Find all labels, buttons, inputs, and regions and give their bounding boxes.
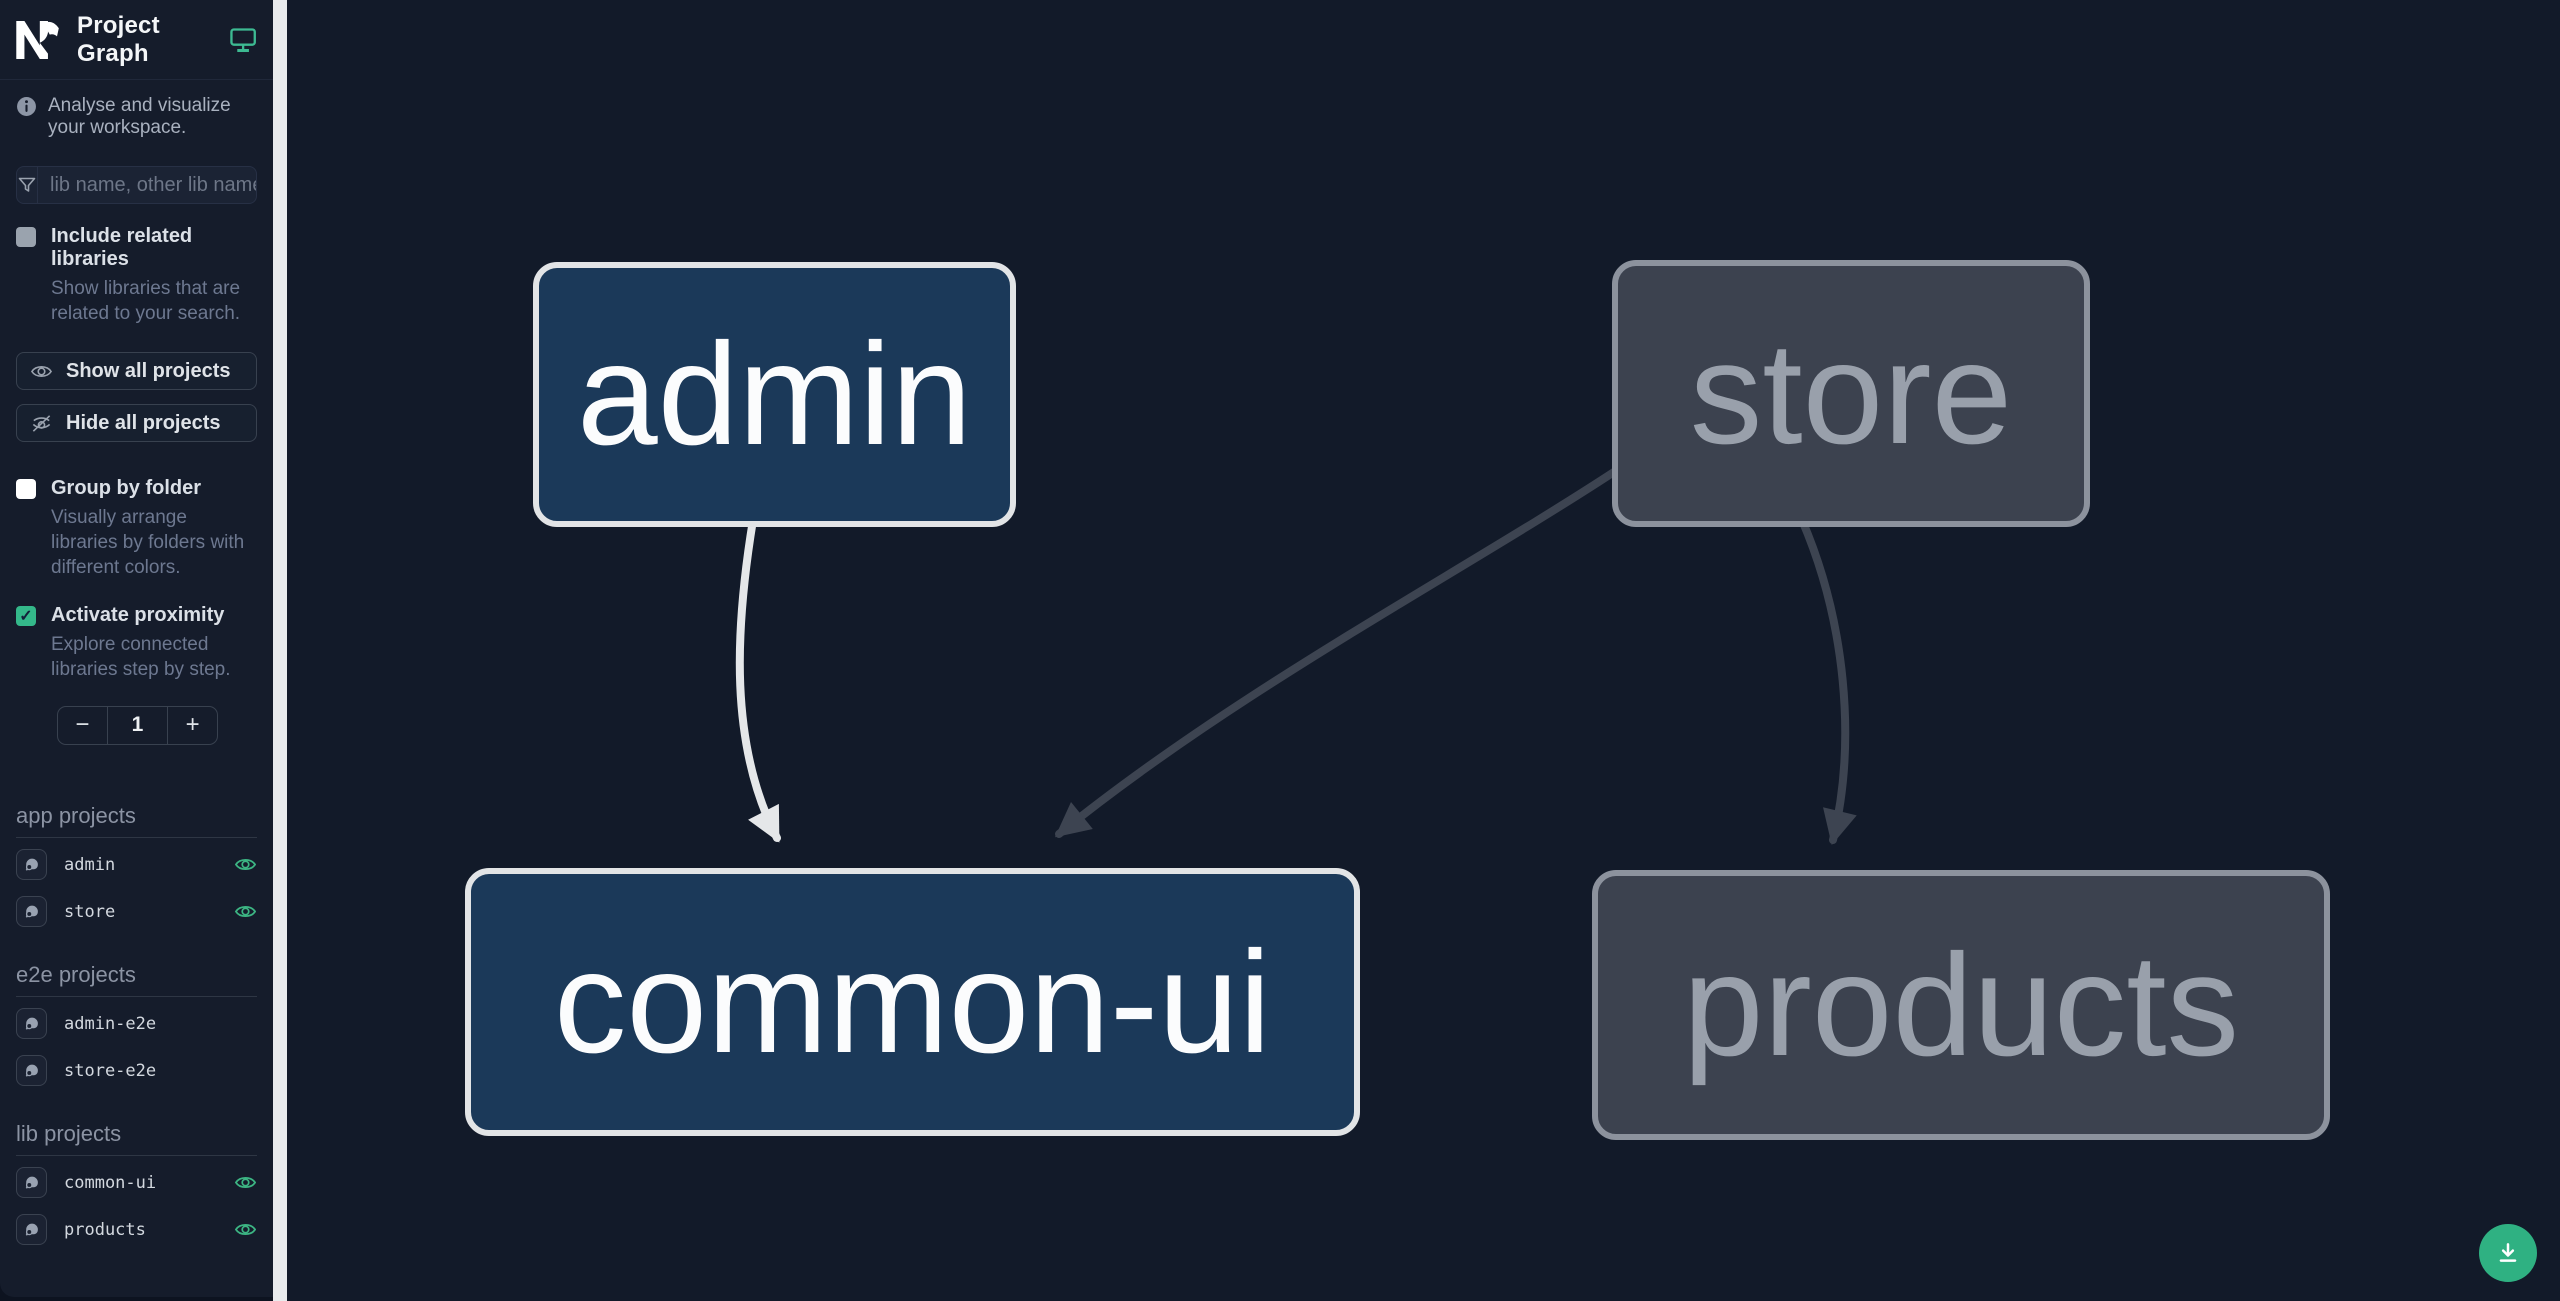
project-name: admin-e2e	[64, 1013, 157, 1034]
include-related-checkbox[interactable]	[16, 227, 36, 247]
group-by-folder-label: Group by folder	[51, 477, 201, 500]
graph-canvas[interactable]: admin store common-ui products	[287, 0, 2560, 1301]
nx-logo	[16, 20, 59, 59]
focus-project-button[interactable]	[16, 896, 47, 928]
project-name: admin	[64, 854, 116, 875]
focus-project-button[interactable]	[16, 1008, 47, 1040]
include-related-label: Include related libraries	[51, 225, 193, 270]
project-name: products	[64, 1219, 146, 1240]
focus-project-button[interactable]	[16, 1214, 47, 1246]
group-by-folder-option: Group by folder Visually arrange librari…	[16, 477, 257, 580]
monitor-icon[interactable]	[229, 26, 257, 54]
section-title: app projects	[16, 803, 257, 838]
project-row-products: products	[16, 1210, 257, 1250]
section-title: e2e projects	[16, 962, 257, 997]
library-filter-input[interactable]	[38, 167, 256, 203]
focus-icon	[25, 1064, 38, 1077]
section-lib-projects: lib projects common-ui	[16, 1121, 257, 1250]
proximity-value: 1	[106, 706, 169, 744]
hide-all-projects-button[interactable]: Hide all projects	[16, 404, 257, 443]
sidebar-resize-handle[interactable]	[273, 0, 287, 1301]
edge-admin-to-common-ui	[735, 516, 781, 843]
eye-icon	[30, 365, 53, 377]
hide-all-label: Hide all projects	[66, 411, 221, 434]
proximity-increment-button[interactable]: +	[185, 711, 200, 739]
filter-box	[16, 166, 257, 204]
visibility-eye-icon[interactable]	[234, 1171, 257, 1194]
visibility-eye-icon[interactable]	[234, 853, 257, 876]
download-icon	[2499, 1243, 2517, 1262]
project-row-common-ui: common-ui	[16, 1163, 257, 1203]
project-name: store	[64, 901, 116, 922]
download-graph-button[interactable]	[2479, 1224, 2537, 1282]
graph-node-products[interactable]: products	[1592, 870, 2330, 1140]
eye-off-icon	[32, 414, 51, 432]
activate-proximity-option: ✓ Activate proximity Explore connected l…	[16, 604, 257, 682]
activate-proximity-checkbox[interactable]: ✓	[16, 606, 36, 627]
filter-icon-cell	[17, 167, 38, 203]
section-app-projects: app projects admin	[16, 803, 257, 932]
graph-node-store[interactable]: store	[1612, 260, 2090, 527]
focus-icon	[25, 858, 38, 871]
group-by-folder-checkbox[interactable]	[16, 479, 36, 500]
project-row-store-e2e: store-e2e	[16, 1051, 257, 1091]
project-row-store: store	[16, 892, 257, 932]
project-name: common-ui	[64, 1172, 157, 1193]
edge-store-to-products	[1798, 516, 1857, 846]
activate-proximity-label: Activate proximity	[51, 604, 225, 627]
project-name: store-e2e	[64, 1060, 157, 1081]
edge-store-to-common-ui	[1054, 466, 1621, 838]
section-e2e-projects: e2e projects admin-e2e	[16, 962, 257, 1091]
activate-proximity-description: Explore connected libraries step by step…	[51, 634, 231, 681]
proximity-stepper: − 1 +	[57, 705, 218, 745]
proximity-decrement-button[interactable]: −	[75, 711, 90, 739]
focus-project-button[interactable]	[16, 1167, 47, 1199]
workspace-tagline: Analyse and visualize your workspace.	[16, 95, 257, 139]
page-title: Project Graph	[77, 11, 160, 67]
focus-icon	[25, 1223, 38, 1236]
focus-icon	[25, 905, 38, 918]
info-icon	[17, 97, 36, 116]
show-all-label: Show all projects	[66, 359, 231, 382]
graph-node-common-ui[interactable]: common-ui	[465, 868, 1360, 1136]
tagline-text: Analyse and visualize your workspace.	[48, 95, 231, 138]
graph-node-admin[interactable]: admin	[533, 262, 1016, 527]
section-title: lib projects	[16, 1121, 257, 1156]
project-row-admin: admin	[16, 845, 257, 885]
sidebar-header: Project Graph	[0, 0, 273, 80]
visibility-eye-icon[interactable]	[234, 1218, 257, 1241]
funnel-icon	[18, 177, 36, 192]
project-row-admin-e2e: admin-e2e	[16, 1004, 257, 1044]
show-all-projects-button[interactable]: Show all projects	[16, 352, 257, 391]
focus-project-button[interactable]	[16, 1055, 47, 1087]
focus-icon	[25, 1176, 38, 1189]
dependency-edges	[735, 466, 1857, 846]
group-by-folder-description: Visually arrange libraries by folders wi…	[51, 507, 245, 579]
visibility-eye-icon[interactable]	[234, 900, 257, 923]
sidebar: Project Graph Analyse and visualize your…	[0, 0, 273, 1297]
focus-project-button[interactable]	[16, 849, 47, 881]
focus-icon	[25, 1017, 38, 1030]
include-related-option: Include related libraries Show libraries…	[16, 225, 257, 326]
include-related-description: Show libraries that are related to your …	[51, 278, 241, 325]
checkmark-icon: ✓	[19, 608, 33, 626]
